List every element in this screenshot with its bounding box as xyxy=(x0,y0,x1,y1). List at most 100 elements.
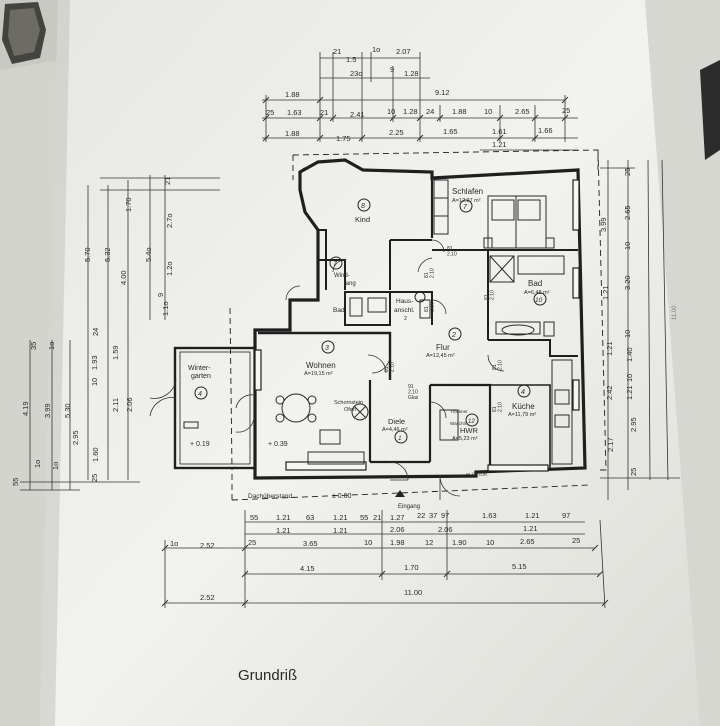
left-dimension-lines xyxy=(20,175,220,491)
dim-right-1: 25 xyxy=(623,168,632,176)
wintergarten-level: + 0.19 xyxy=(190,441,210,448)
dim-left-6: 4.00 xyxy=(119,270,128,285)
bath-vanity xyxy=(495,321,541,335)
dachueberstand-label: Dachüberstand xyxy=(248,493,292,500)
bed-pillow-right xyxy=(517,199,541,221)
dim-top-2b: 9 xyxy=(390,65,394,74)
dim-top-1b: 1.5 xyxy=(346,55,356,64)
wohnen-name: Wohnen xyxy=(306,361,336,370)
dim-left-25: 35 xyxy=(29,342,38,350)
dim-left-13: 10 xyxy=(90,378,99,386)
bay-wall xyxy=(299,167,327,290)
hwr-number: 12 xyxy=(468,419,475,425)
building-walls xyxy=(173,149,607,501)
wall-kueche xyxy=(490,384,551,470)
dim-bot-1h: 22 xyxy=(417,511,425,520)
kind-name: Kind xyxy=(355,215,370,224)
dim-right-7: 10 xyxy=(623,330,632,338)
dim-top-4a: 25 xyxy=(266,108,274,117)
level-wohnen: + 0.39 xyxy=(268,441,288,448)
hausanschl-name2: anschl. xyxy=(394,307,415,314)
dim-top-4d: 2.41 xyxy=(350,110,365,119)
bad-name: Bad xyxy=(528,279,542,288)
trockner-name2: Waschm. xyxy=(450,421,469,426)
plan-paper xyxy=(40,0,700,726)
dim-bot-1a: 55 xyxy=(250,513,258,522)
dim-top-4h: 1.88 xyxy=(452,107,467,116)
wohnen-area: A=19,15 m² xyxy=(304,371,333,377)
dim-left-24: 55 xyxy=(11,478,20,486)
dim-right-10: 1.40 xyxy=(625,347,634,362)
diele-area: A=4,46 m² xyxy=(382,427,408,433)
dim-bot-4a: 4.15 xyxy=(300,564,315,573)
window-kueche-side xyxy=(572,379,580,411)
bad-number: 10 xyxy=(535,297,543,304)
dim-bot-3d: 3.65 xyxy=(303,539,318,548)
bad-area: A=6,48 m² xyxy=(524,290,550,296)
roof-overhang-left xyxy=(229,307,233,471)
door-tag-2: 812.10 xyxy=(424,268,436,278)
dim-left-15: 2.11 xyxy=(111,398,120,412)
dim-left-23: 1o xyxy=(33,460,42,468)
hausanschl-number: 2 xyxy=(404,316,407,322)
dim-bot-1j: 97 xyxy=(441,511,449,520)
window-schlafen xyxy=(572,179,580,231)
wintergarten-name: Winter- xyxy=(188,365,211,372)
dim-left-16: 2.06 xyxy=(125,397,134,412)
dim-right-13: 1.21 xyxy=(625,385,634,400)
dim-top-4c: 21 xyxy=(320,108,328,117)
furniture xyxy=(183,179,573,465)
kind-number: 8 xyxy=(361,203,365,210)
kitchen-counter xyxy=(551,359,573,465)
dim-left-1: 21 xyxy=(163,177,172,185)
dim-right-9: 2.42 xyxy=(605,385,614,400)
dim-bot-5b: 11.00 xyxy=(404,588,422,597)
left-dimension-text: 21 1.70 2.7o 5.32 5.70 4.00 5.4o 1.2o 9 … xyxy=(11,177,174,486)
dim-bot-1k: 1.63 xyxy=(482,511,497,520)
wall-hausanschl xyxy=(390,291,433,325)
dim-top-4b: 1.63 xyxy=(287,108,302,117)
dim-bot-2b: 1.21 xyxy=(333,526,348,535)
washbasin xyxy=(501,324,535,336)
right-sheet-mark xyxy=(700,60,720,160)
dim-right-3: 2.65 xyxy=(623,205,632,220)
dim-top-4g: 24 xyxy=(426,107,434,116)
door-tag-3: 812.10 xyxy=(424,302,436,312)
dim-bot-1e: 55 xyxy=(360,513,368,522)
door-tag-7: 812.10 xyxy=(492,402,504,412)
room-labels: 8 Kind Schlafen A=12,27 m² 7 Bad A=6,48 … xyxy=(188,187,550,448)
nightstand-right xyxy=(545,237,555,249)
right-sheet xyxy=(640,0,720,726)
underlying-sheet xyxy=(0,0,70,726)
dim-bot-5a: 2.52 xyxy=(200,593,215,602)
right-dimension-text: 25 3.99 2.65 10 1.21 3.20 10 1.21 2.42 1… xyxy=(599,168,678,476)
bad-small-name: Bad xyxy=(333,307,345,314)
window-kueche xyxy=(487,464,549,472)
windows xyxy=(254,179,580,472)
dim-bot-1i: 37 xyxy=(429,511,437,520)
dim-right-15: 25 xyxy=(629,468,638,476)
sofa xyxy=(307,451,365,465)
dim-left-7: 5.4o xyxy=(144,247,153,262)
dim-bot-2c: 2.06 xyxy=(390,525,405,534)
bed-pillow-left xyxy=(491,199,515,221)
toilet-small xyxy=(349,297,363,317)
meter-box xyxy=(419,299,431,319)
schornstein-name: Schornstein xyxy=(334,400,363,406)
dim-left-21: 5.30 xyxy=(63,403,72,418)
dim-left-14: 1.59 xyxy=(111,345,120,360)
dim-left-20: 3.99 xyxy=(43,403,52,418)
dim-left-26: 1o xyxy=(47,342,56,350)
hwr-area: A=5,23 m² xyxy=(452,436,478,442)
wall-bad-small xyxy=(344,291,391,326)
dim-top-5f: 1.66 xyxy=(538,126,553,135)
dim-top-1d: 2.07 xyxy=(396,47,411,56)
dim-right-16: 11.00 xyxy=(672,305,678,320)
dim-top-5a: 1.88 xyxy=(285,129,300,138)
coffee-table xyxy=(319,429,341,445)
dim-right-4: 10 xyxy=(623,242,632,250)
dim-bot-3b: 2.52 xyxy=(200,541,215,550)
